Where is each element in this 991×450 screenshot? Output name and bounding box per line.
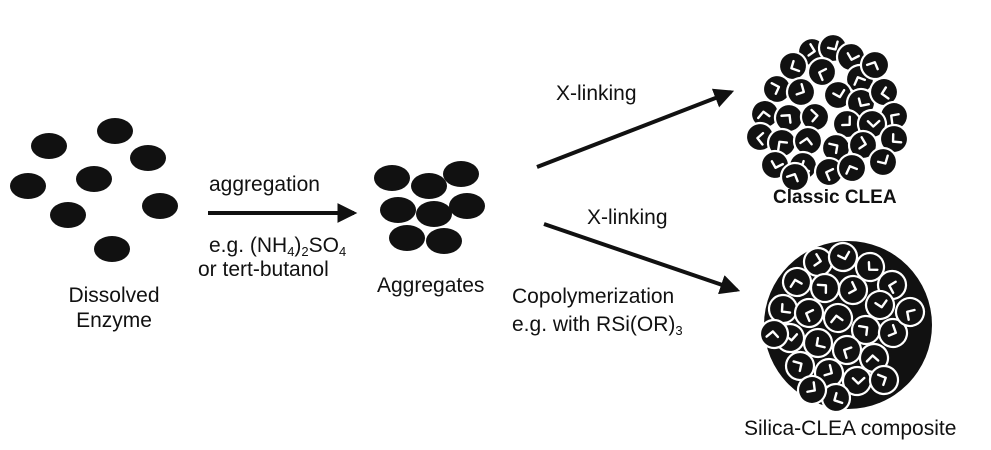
enzyme-unit [859,49,891,81]
xlinking-label-top: X-linking [556,82,637,105]
aggregate-dot [426,228,462,254]
enzyme-unit [837,274,869,306]
enzyme-unit [822,79,854,111]
aggregate-dot [443,161,479,187]
aggregate-dot [389,225,425,251]
enzyme-unit [867,146,899,178]
enzyme-unit [864,289,896,321]
enzyme-unit [792,125,824,157]
enzyme-unit [836,152,868,184]
enzyme-unit [781,266,813,298]
enzyme-dot [50,202,86,228]
dissolved-enzyme-label: Dissolved Enzyme [68,284,160,332]
enzyme-unit [820,382,852,414]
enzyme-dot [94,236,130,262]
silica-clea-particle [758,241,926,414]
silica-clea-label: Silica-CLEA composite [744,417,957,440]
enzyme-unit [822,302,854,334]
dissolved-enzyme-dots [10,118,178,262]
classic-clea-label: Classic CLEA [773,187,897,208]
aggregate-dot [374,165,410,191]
enzyme-unit [894,296,926,328]
copolymerization-example: e.g. with RSi(OR)3 [512,313,683,338]
aggregates-cluster [374,161,485,254]
enzyme-dot [142,193,178,219]
enzyme-unit [847,129,879,161]
enzyme-dot [10,173,46,199]
tert-butanol-example: or tert-butanol [198,258,329,281]
enzyme-unit [877,317,909,349]
enzyme-unit [841,365,873,397]
enzyme-unit [793,297,825,329]
enzyme-unit [878,123,910,155]
aggregate-dot [449,193,485,219]
xlinking-arrow-bottom [543,222,741,295]
enzyme-unit [796,374,828,406]
ammonium-sulfate-example: e.g. (NH4)2SO4 [209,234,347,259]
enzyme-unit [809,272,841,304]
enzyme-unit [858,342,890,374]
enzyme-dot [31,133,67,159]
enzyme-unit [868,364,900,396]
enzyme-unit [761,73,793,105]
xlinking-arrow-top [536,88,735,169]
enzyme-unit [802,246,834,278]
aggregates-label: Aggregates [377,274,485,297]
copolymerization-label: Copolymerization [512,285,675,308]
enzyme-unit [779,161,811,193]
classic-clea-particle [744,32,910,193]
enzyme-unit [827,241,859,273]
enzyme-unit [806,56,838,88]
aggregate-dot [380,197,416,223]
aggregation-label: aggregation [209,173,320,196]
enzyme-dot [76,166,112,192]
xlinking-label-bottom: X-linking [587,206,668,229]
enzyme-dot [130,145,166,171]
enzyme-dot [97,118,133,144]
enzyme-unit [758,318,790,350]
aggregate-dot [411,173,447,199]
enzyme-unit [868,76,900,108]
enzyme-unit [802,327,834,359]
aggregate-dot [416,201,452,227]
